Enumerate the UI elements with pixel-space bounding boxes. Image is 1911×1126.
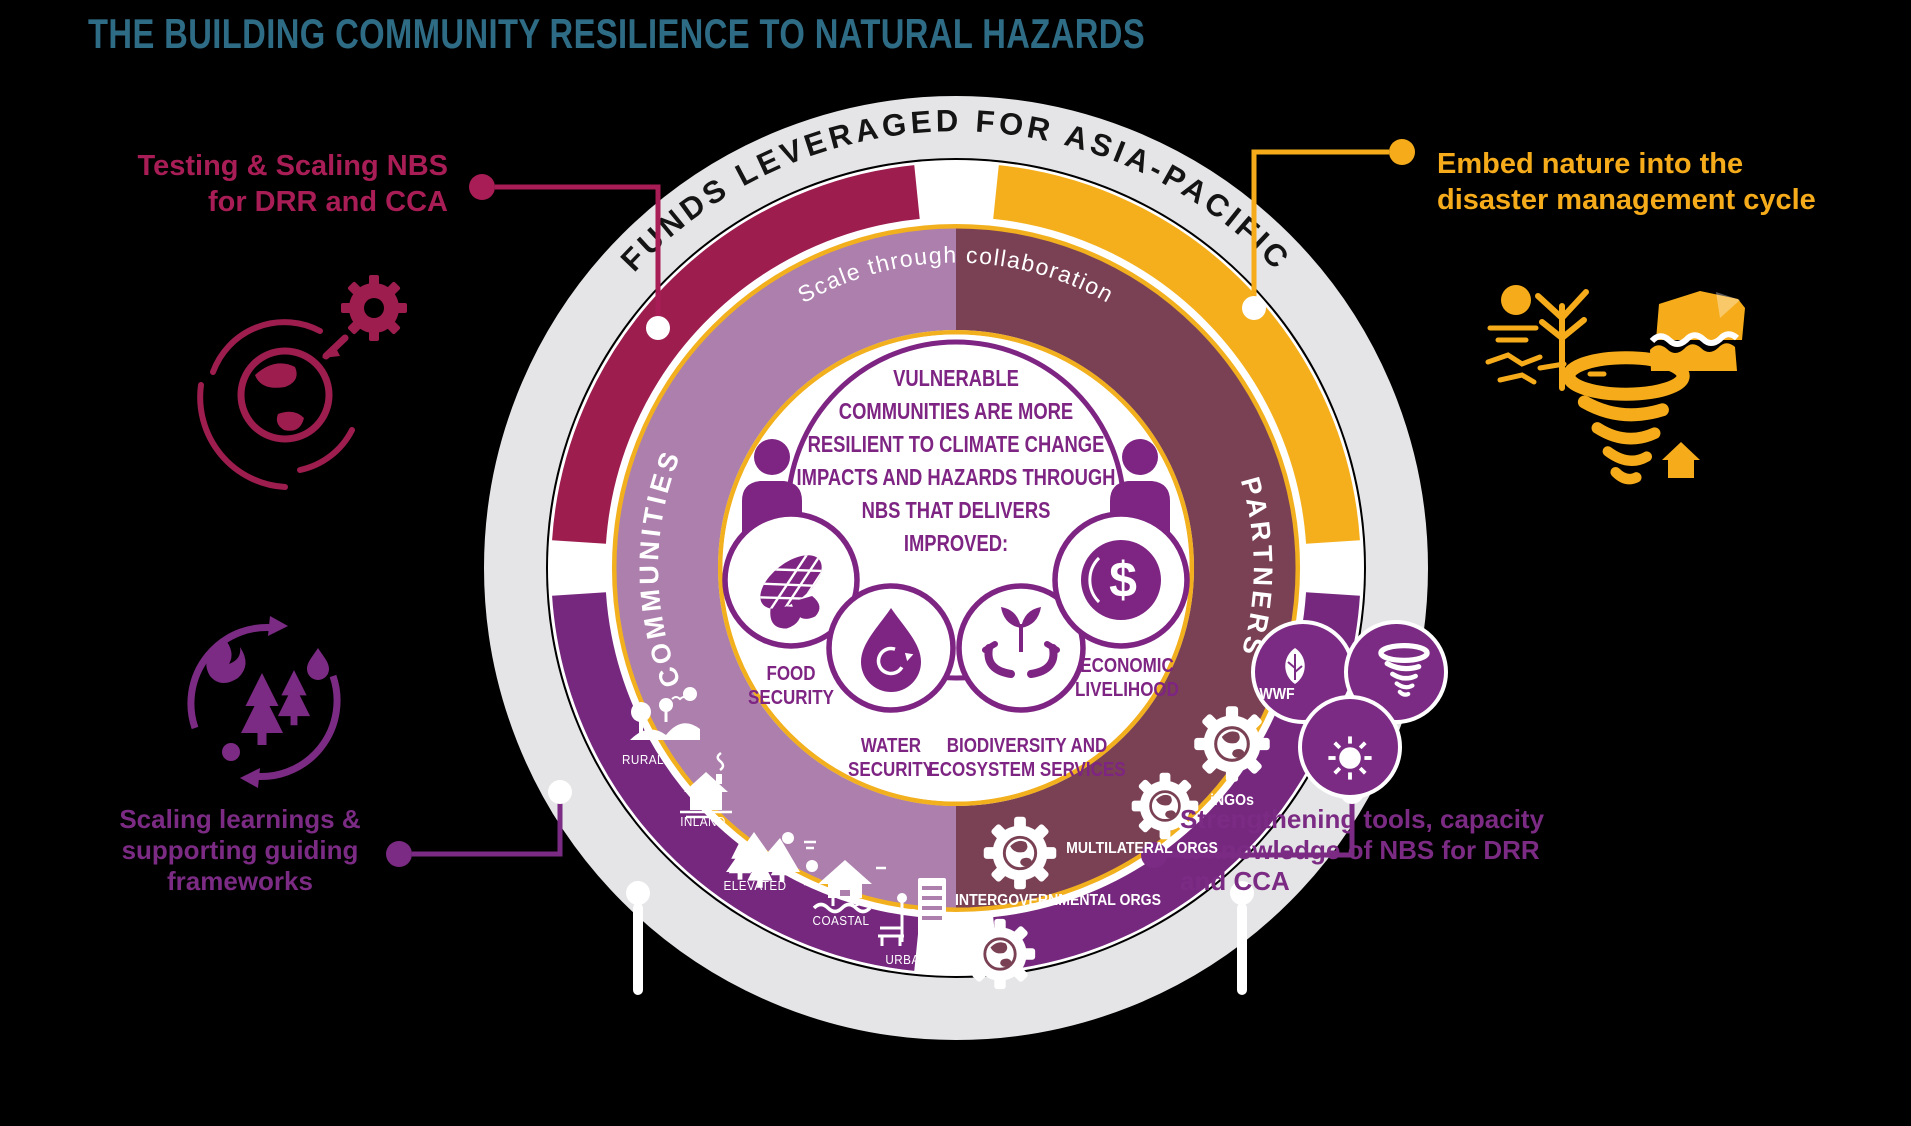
water-security-label: WATER SECURITY bbox=[848, 735, 934, 781]
tornado-icon bbox=[1569, 358, 1683, 479]
collaboration-ring bbox=[616, 228, 1296, 908]
annotation-embed-nature: Embed nature into the disaster managemen… bbox=[1437, 148, 1816, 216]
partner-ingos-label: iNGOs bbox=[1210, 792, 1254, 809]
water-drop-icon bbox=[861, 608, 921, 692]
community-elevated-label: ELEVATED bbox=[723, 878, 787, 893]
rural-landscape-icon bbox=[630, 687, 700, 740]
segment-scaling-learnings bbox=[552, 592, 920, 971]
connector-bottom-left bbox=[386, 780, 650, 995]
partner-multilateral-label: MULTILATERAL ORGS bbox=[1066, 840, 1218, 857]
funds-ring bbox=[484, 96, 1428, 1040]
dollar-coin-icon: $ bbox=[1081, 540, 1161, 620]
partner-wwf-label: WWF bbox=[1259, 686, 1295, 703]
annotation-testing-scaling: Testing & Scaling NBS for DRR and CCA bbox=[137, 150, 448, 218]
stilt-house-icon bbox=[804, 860, 886, 914]
venn-leaf-tornado-sun-icon bbox=[1251, 620, 1448, 799]
svg-text:$: $ bbox=[1109, 552, 1137, 608]
hands-plant-icon bbox=[982, 607, 1060, 678]
small-house-icon bbox=[1662, 442, 1700, 478]
economic-livelihood-label: ECONOMIC LIVELIHOOD bbox=[1075, 655, 1179, 701]
leaf-icon bbox=[1285, 648, 1305, 684]
partner-intergovernmental-label: INTERGOVERNMENTAL ORGS bbox=[954, 892, 1162, 909]
house-icon bbox=[680, 751, 732, 819]
outcome-circles: $ bbox=[722, 511, 1190, 713]
community-rural-label: RURAL bbox=[622, 752, 664, 767]
community-urban-label: URBAN bbox=[885, 952, 929, 967]
city-icon bbox=[878, 878, 946, 946]
segment-embed-nature bbox=[993, 165, 1360, 544]
community-inland-label: INLAND bbox=[680, 814, 726, 829]
gear-globe-icon bbox=[963, 917, 1037, 991]
partners-half bbox=[955, 228, 1296, 908]
biodiversity-label: BIODIVERSITY AND ECOSYSTEM SERVICES bbox=[928, 735, 1126, 781]
community-icons bbox=[630, 687, 946, 946]
connector-bottom-right bbox=[1141, 780, 1364, 995]
outer-yellow-ring bbox=[611, 223, 1301, 913]
page-title: THE BUILDING COMMUNITY RESILIENCE TO NAT… bbox=[88, 10, 1146, 57]
communities-half bbox=[616, 228, 957, 908]
community-coastal-label: COASTAL bbox=[812, 913, 870, 928]
center-message: VULNERABLE COMMUNITIES ARE MORE RESILIEN… bbox=[796, 365, 1116, 556]
mountains-icon bbox=[726, 832, 816, 888]
globe-gear-icon bbox=[197, 275, 407, 490]
drought-icon bbox=[1485, 285, 1607, 391]
annotation-scaling-learnings: Scaling learnings & supporting guiding f… bbox=[119, 804, 361, 896]
segment-testing-scaling bbox=[552, 165, 920, 544]
ecosystem-cycle-icon bbox=[187, 616, 341, 788]
annotation-strengthening-tools: Strengthening tools, capacity & knowledg… bbox=[1180, 804, 1545, 896]
gear-globe-icon bbox=[1192, 704, 1272, 784]
sun-icon bbox=[1328, 736, 1372, 780]
food-security-label: FOOD SECURITY bbox=[748, 663, 834, 709]
inner-yellow-ring bbox=[717, 329, 1195, 807]
connector-top-right bbox=[1242, 139, 1415, 320]
connector-top-left bbox=[469, 174, 670, 340]
